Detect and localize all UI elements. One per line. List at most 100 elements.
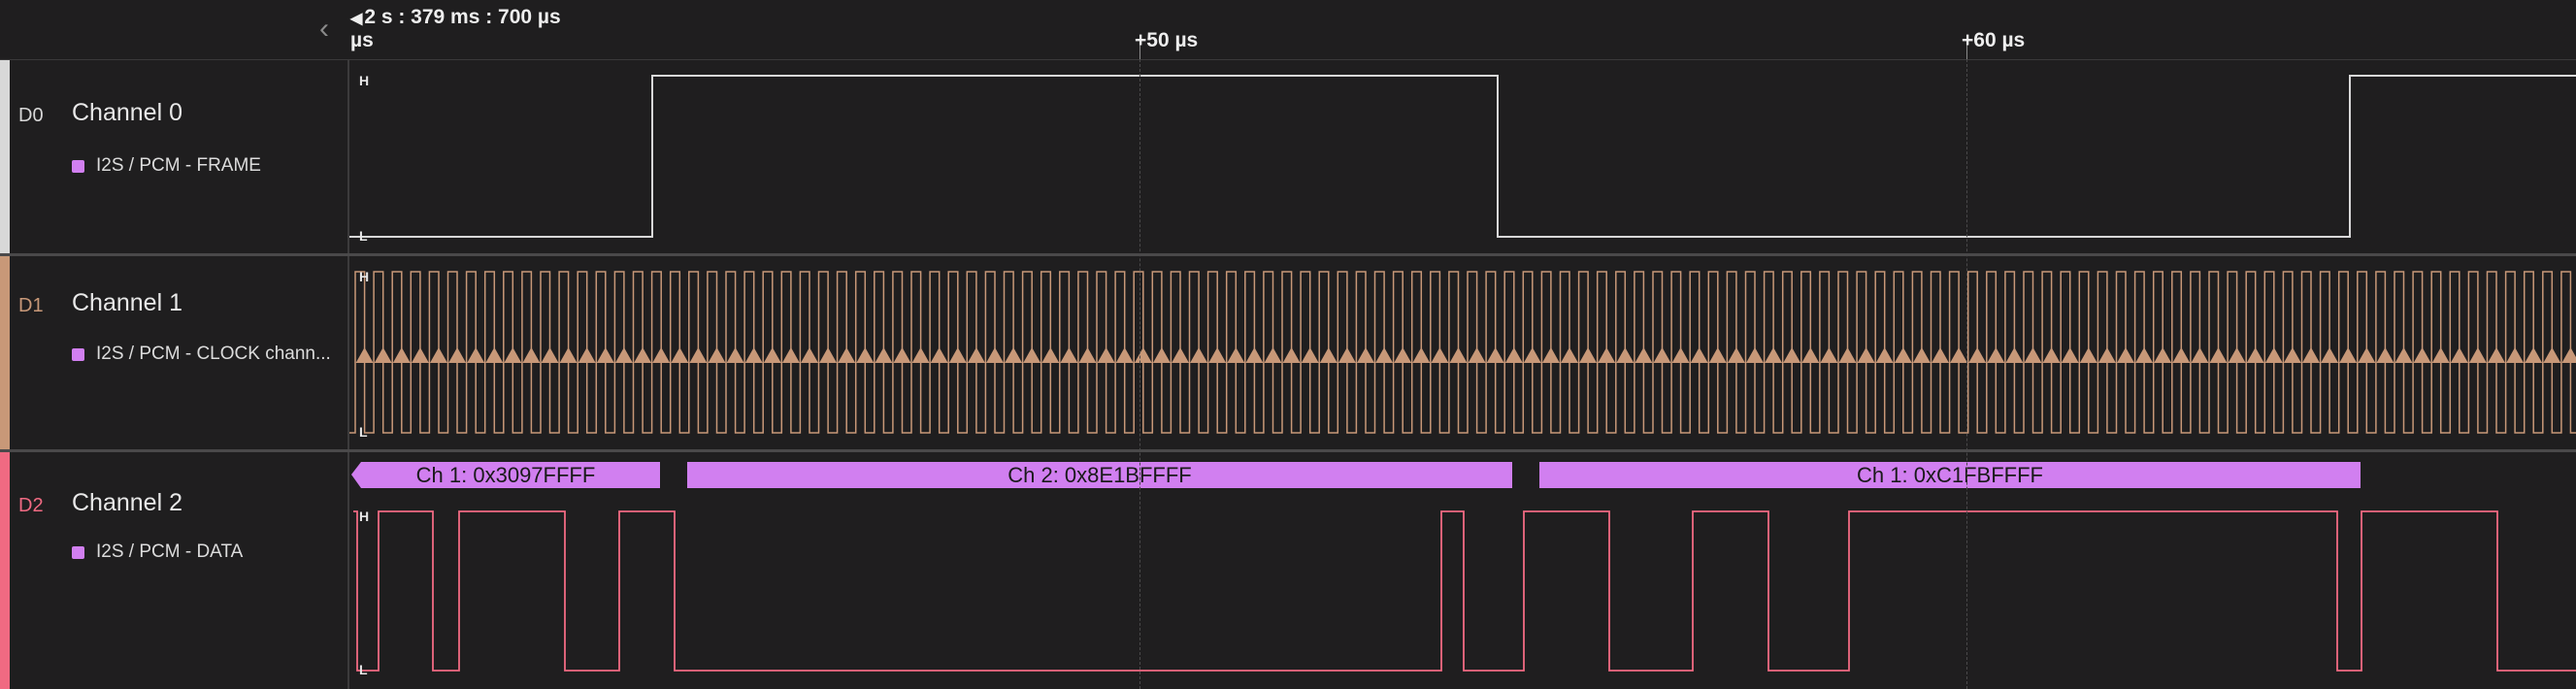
clock-edge-marker-icon — [967, 347, 985, 363]
chevron-left-icon[interactable]: ‹ — [319, 13, 329, 45]
clock-edge-marker-icon — [2117, 347, 2134, 363]
channel-color-bar — [0, 256, 10, 449]
clock-edge-marker-icon — [2376, 347, 2394, 363]
clock-edge-marker-icon — [1968, 347, 1987, 363]
clock-edge-marker-icon — [1134, 347, 1152, 363]
low-level-label: L — [359, 662, 368, 677]
channel-name[interactable]: Channel 1 — [72, 289, 182, 316]
clock-edge-marker-icon — [2246, 347, 2264, 363]
clock-edge-marker-icon — [2450, 347, 2468, 363]
clock-edge-marker-icon — [781, 347, 800, 363]
absolute-time: ◀2 s : 379 ms : 700 µs — [350, 6, 561, 29]
clock-edge-marker-icon — [2321, 347, 2339, 363]
decoded-frame-label: Ch 2: 0x8E1BFFFF — [1007, 463, 1192, 487]
clock-edge-marker-icon — [1746, 347, 1764, 363]
clock-edge-marker-icon — [1190, 347, 1208, 363]
absolute-time-text: 2 s : 379 ms : 700 µs — [364, 6, 561, 28]
clock-edge-marker-icon — [1727, 347, 1745, 363]
clock-edge-marker-icon — [1208, 347, 1227, 363]
clock-edge-marker-icon — [1078, 347, 1097, 363]
clock-edge-marker-icon — [1932, 347, 1949, 363]
analyzer-tag[interactable]: I2S / PCM - FRAME — [72, 155, 261, 177]
clock-edge-marker-icon — [1152, 347, 1171, 363]
ruler-left-area: ‹ — [0, 0, 347, 59]
clock-edge-marker-icon — [1468, 347, 1486, 363]
decoded-frame-label: Ch 1: 0x3097FFFF — [416, 463, 596, 487]
analyzer-tag[interactable]: I2S / PCM - CLOCK chann... — [72, 344, 331, 365]
clock-edge-marker-icon — [893, 347, 911, 363]
clock-edge-marker-icon — [986, 347, 1004, 363]
clock-edge-marker-icon — [430, 347, 447, 363]
decoded-frame-box — [687, 462, 1512, 488]
channel-row-1[interactable]: D1 Channel 1 I2S / PCM - CLOCK chann... … — [0, 256, 2576, 452]
channel-name[interactable]: Channel 2 — [72, 489, 182, 516]
clock-edge-marker-icon — [1282, 347, 1301, 363]
clock-edge-marker-icon — [1765, 347, 1783, 363]
clock-edge-marker-icon — [652, 347, 671, 363]
clock-edge-marker-icon — [2431, 347, 2450, 363]
decoded-frame-box — [1539, 462, 2361, 488]
tick-label: +50 µs — [1135, 29, 1199, 51]
time-unit-label: µs — [350, 29, 374, 51]
timeline-ruler[interactable]: ‹ ◀2 s : 379 ms : 700 µs µs +50 µs +60 µ… — [0, 0, 2576, 60]
clock-edge-marker-icon — [2005, 347, 2024, 363]
clock-edge-marker-icon — [2079, 347, 2097, 363]
analyzer-color-square — [72, 159, 84, 173]
clock-edge-marker-icon — [726, 347, 744, 363]
clock-edge-marker-icon — [392, 347, 411, 363]
analyzer-tag[interactable]: I2S / PCM - DATA — [72, 541, 243, 563]
clock-edge-marker-icon — [614, 347, 633, 363]
channel-label-0[interactable]: D0 Channel 0 I2S / PCM - FRAME — [0, 60, 349, 253]
clock-edge-marker-icon — [1319, 347, 1338, 363]
clock-edge-marker-icon — [708, 347, 726, 363]
clock-edge-marker-icon — [1708, 347, 1727, 363]
clock-edge-marker-icon — [689, 347, 708, 363]
clock-edge-marker-icon — [1412, 347, 1431, 363]
clock-edge-marker-icon — [801, 347, 818, 363]
clock-edge-marker-icon — [2394, 347, 2413, 363]
clock-edge-marker-icon — [1115, 347, 1134, 363]
clock-edge-marker-icon — [856, 347, 875, 363]
channel-label-2[interactable]: D2 Channel 2 I2S / PCM - DATA — [0, 452, 349, 689]
clock-edge-marker-icon — [1523, 347, 1541, 363]
analyzer-label: I2S / PCM - CLOCK chann... — [96, 344, 331, 364]
analyzer-label: I2S / PCM - FRAME — [96, 155, 261, 176]
clock-edge-marker-icon — [1172, 347, 1189, 363]
clock-edge-marker-icon — [948, 347, 967, 363]
clock-edge-marker-icon — [1838, 347, 1857, 363]
clock-signal-trace — [349, 271, 2576, 434]
clock-edge-marker-icon — [2135, 347, 2154, 363]
clock-edge-marker-icon — [1486, 347, 1504, 363]
clock-edge-marker-icon — [2339, 347, 2358, 363]
grid-line — [1139, 59, 1140, 689]
analyzer-label: I2S / PCM - DATA — [96, 541, 244, 562]
clock-edge-marker-icon — [1820, 347, 1838, 363]
channel-label-1[interactable]: D1 Channel 1 I2S / PCM - CLOCK chann... — [0, 256, 349, 449]
clock-edge-marker-icon — [1005, 347, 1023, 363]
marker-triangle-icon: ◀ — [350, 11, 363, 27]
clock-edge-marker-icon — [2154, 347, 2172, 363]
clock-edge-marker-icon — [671, 347, 689, 363]
clock-edge-marker-icon — [2172, 347, 2191, 363]
clock-edge-marker-icon — [559, 347, 578, 363]
clock-edge-marker-icon — [2209, 347, 2228, 363]
clock-edge-marker-icon — [2506, 347, 2525, 363]
clock-edge-marker-icon — [2561, 347, 2576, 363]
tick-label: +60 µs — [1962, 29, 2026, 51]
clock-edge-marker-icon — [1987, 347, 2005, 363]
clock-edge-marker-icon — [2264, 347, 2283, 363]
clock-edge-marker-icon — [1449, 347, 1468, 363]
clock-edge-marker-icon — [2061, 347, 2079, 363]
clock-edge-marker-icon — [355, 347, 374, 363]
clock-edge-marker-icon — [1541, 347, 1560, 363]
channel-name[interactable]: Channel 0 — [72, 99, 182, 126]
clock-edge-marker-icon — [1394, 347, 1412, 363]
clock-edge-marker-icon — [578, 347, 596, 363]
tick-mark — [1966, 35, 1967, 59]
